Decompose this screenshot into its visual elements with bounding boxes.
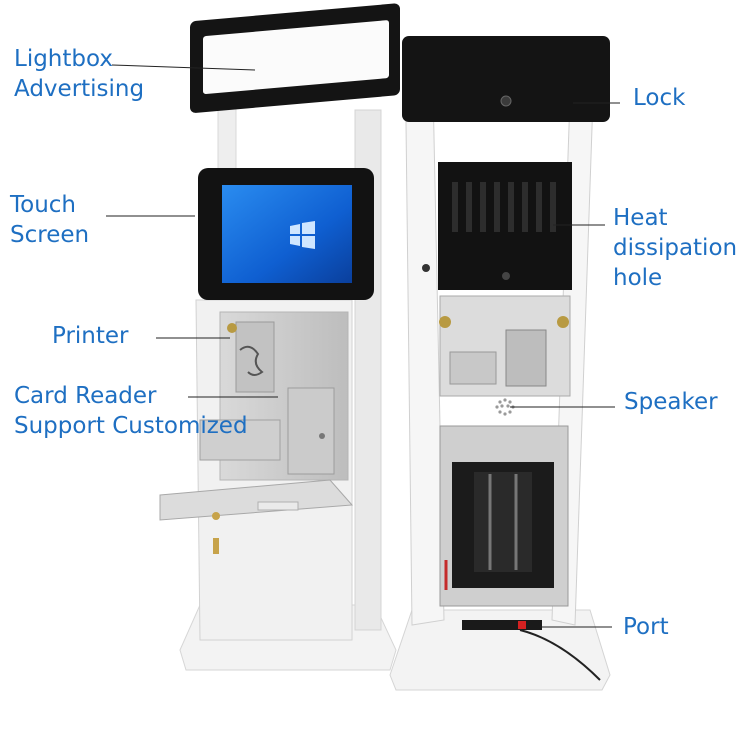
callout-speaker: Speaker [624,389,718,415]
callout-printer: Printer [52,323,129,349]
fold-down-tray [159,479,354,521]
callout-leader-lines [106,64,620,628]
rear-lower-compartment [439,425,569,607]
right-kiosk [389,36,611,691]
card-reader-unit [199,387,335,475]
lightbox-rear-panel [402,36,610,122]
speaker-grille [495,398,515,416]
rear-printer-compartment [439,295,571,397]
left-kiosk [159,3,400,671]
callout-lock: Lock [633,85,686,111]
port-power-strip [462,620,601,681]
callout-lightbox-advertising: Lightbox Advertising [14,46,145,102]
leader-lightbox [111,64,256,71]
callout-port: Port [623,614,669,640]
callout-touch-screen: Touch Screen [10,192,90,248]
touch-screen-monitor [198,168,374,300]
cabinet-keyhole-icon [212,512,220,520]
callout-card-reader: Card Reader Support Customized [14,383,248,439]
heat-dissipation-panel [438,162,572,290]
lightbox-panel [190,3,400,113]
windows-logo-icon [290,221,315,249]
callout-heat-dissipation: Heat dissipation hole [613,205,738,291]
lock-icon [500,95,512,107]
